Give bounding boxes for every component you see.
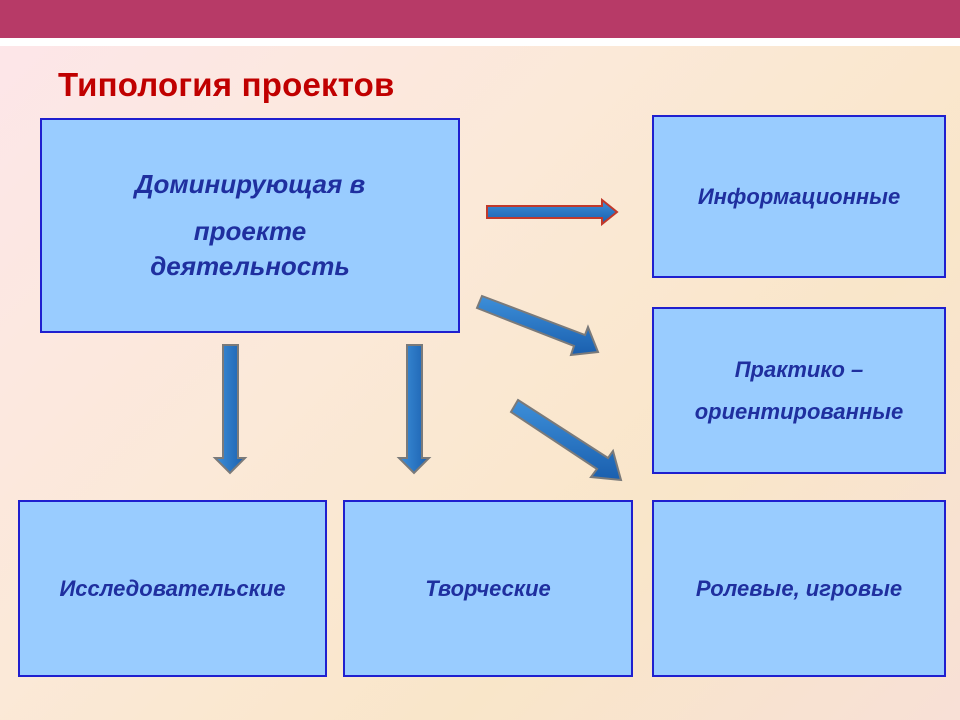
creative-label: Творческие xyxy=(425,575,551,601)
practical-projects-box: Практико – ориентированные xyxy=(652,307,946,474)
role-play-label: Ролевые, игровые xyxy=(695,575,903,601)
slide-title: Типология проектов xyxy=(58,66,395,103)
arrow-diagonal-icon xyxy=(475,294,600,357)
main-box-line-2: проекте xyxy=(193,215,307,246)
research-label: Исследовательские xyxy=(59,575,286,601)
informational-label: Информационные xyxy=(697,183,901,209)
practical-label-line-1: Практико – xyxy=(734,356,864,382)
main-activity-box: Доминирующая в проекте деятельность xyxy=(40,118,460,333)
header-divider xyxy=(0,38,960,46)
role-play-projects-box: Ролевые, игровые xyxy=(652,500,946,677)
arrow-right-icon xyxy=(486,197,619,227)
creative-projects-box: Творческие xyxy=(343,500,633,677)
main-box-line-1: Доминирующая в xyxy=(134,168,366,199)
arrow-down-left-icon xyxy=(212,344,248,475)
main-box-line-3: деятельность xyxy=(150,251,350,282)
arrow-down-center-icon xyxy=(396,344,432,475)
practical-label-line-2: ориентированные xyxy=(694,398,904,424)
arrow-diagonal-steep-icon xyxy=(509,398,623,482)
header-bar xyxy=(0,0,960,38)
informational-projects-box: Информационные xyxy=(652,115,946,278)
research-projects-box: Исследовательские xyxy=(18,500,327,677)
